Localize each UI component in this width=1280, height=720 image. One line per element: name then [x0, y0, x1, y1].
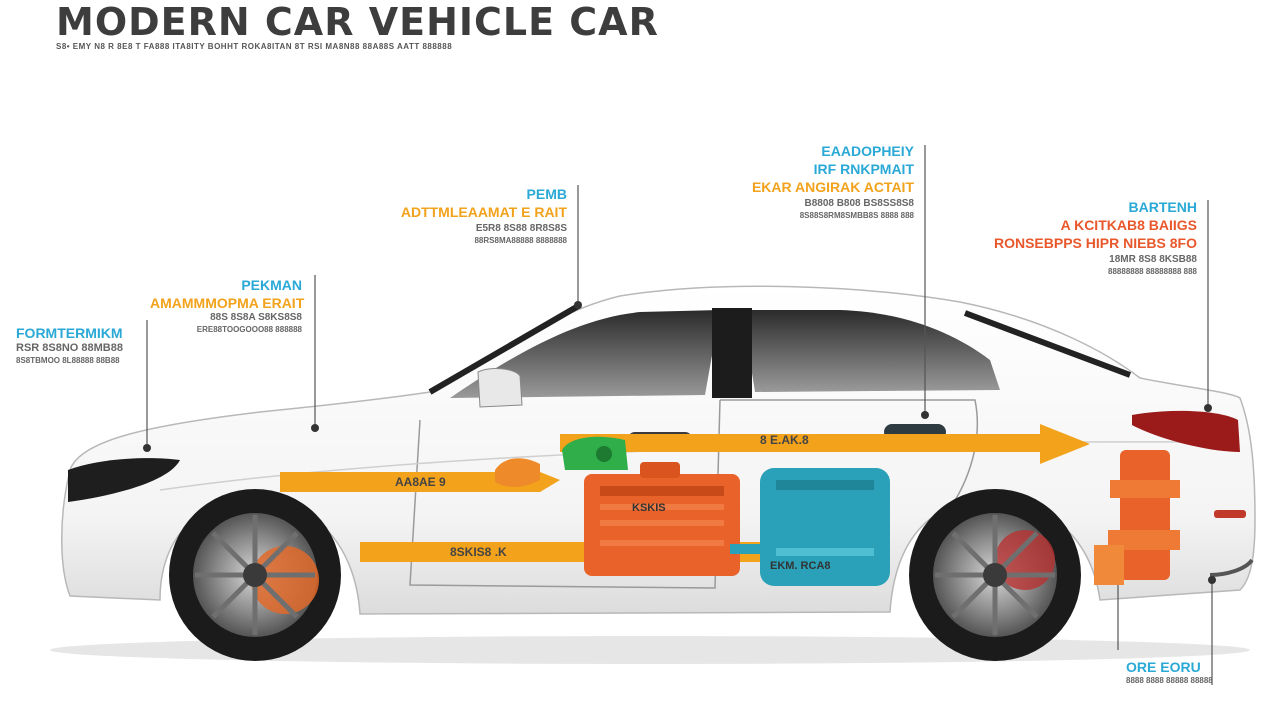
callout-rear-line3: 18MR 8S8 8KSB88 [1109, 254, 1197, 265]
headlight [68, 458, 180, 502]
callout-bottom: ORE EORU 8888 8888 88888 88888 [1126, 660, 1213, 685]
callout-roof-line3: B8808 B808 BS8SS8S8 [804, 198, 914, 209]
rear-reflector [1214, 510, 1246, 518]
rear-wheel [909, 489, 1081, 661]
taillight [1132, 410, 1240, 452]
callout-windshield-line3: 88RS8MA88888 8888888 [474, 236, 567, 245]
flow-arrow-top [560, 424, 1090, 464]
fuel-tank [730, 468, 890, 586]
page-title: MODERN CAR VEHICLE CAR [56, 0, 659, 44]
roof-trim [428, 302, 582, 395]
engine-block [584, 462, 740, 576]
green-component [562, 436, 628, 470]
callout-roof-line2: EKAR ANGIRAK ACTAIT [751, 179, 914, 195]
callout-front-title: FORMTERMIKM [16, 325, 123, 341]
exhaust-pipe [1209, 558, 1254, 577]
callout-windshield-title: PEMB [526, 186, 567, 202]
callout-bottom-title: ORE EORU [1126, 659, 1201, 675]
callout-front: FORMTERMIKM RSR 8S8NO 88MB88 8S8TBMOO 8L… [16, 326, 123, 365]
callout-roof-line1: IRF RNKPMAIT [813, 161, 914, 177]
flow-label-top: 8 E.AK.8 [760, 433, 809, 447]
callout-bottom-line1: 8888 8888 88888 88888 [1126, 676, 1213, 685]
callout-rear: BARTENH A KCITKAB8 BAIIGS RONSEBPPS HIPR… [975, 200, 1197, 276]
green-component-detail [596, 446, 612, 462]
tank-label: EKM. RCA8 [770, 560, 831, 572]
rear-component [1094, 450, 1180, 585]
rear-roof-trim [963, 310, 1132, 378]
callout-front-line1: RSR 8S8NO 88MB88 [16, 342, 123, 354]
callout-windshield-line1: ADTTMLEAAMAT E RAIT [400, 204, 567, 220]
callout-windshield: PEMB ADTTMLEAAMAT E RAIT E5R8 8S88 8R8S8… [385, 187, 567, 245]
callout-roof-line4: 8S88S8RM8SMBB8S 8888 888 [799, 211, 914, 220]
callout-roof-title: EAADOPHEIY [821, 143, 914, 159]
engine-label: KSKIS [632, 502, 666, 514]
flow-arrow-middle [280, 472, 560, 492]
callout-rear-line4: 88888888 88888888 888 [1108, 267, 1197, 276]
b-pillar [712, 308, 752, 398]
callout-hood: PEKMAN AMAMMMOPMA ERAIT 88S 8S8A S8KS8S8… [150, 277, 305, 334]
callout-windshield-line2: E5R8 8S88 8R8S8S [475, 223, 567, 234]
callout-rear-line1: A KCITKAB8 BAIIGS [1060, 217, 1197, 233]
intake-component [495, 458, 540, 487]
rear-window [742, 310, 1000, 392]
callout-hood-line1: AMAMMMOPMA ERAIT [150, 295, 305, 311]
callout-hood-line3: ERE88TOOGOOO88 888888 [196, 325, 302, 334]
callout-rear-title: BARTENH [1128, 199, 1197, 215]
side-mirror [477, 368, 523, 408]
page-subtitle: S8• EMY N8 R 8E8 T FA888 ITA8ITY BOHHT R… [56, 42, 453, 51]
callout-hood-line2: 88S 8S8A S8KS8S8 [210, 312, 302, 323]
callout-roof: EAADOPHEIY IRF RNKPMAIT EKAR ANGIRAK ACT… [740, 144, 914, 220]
callout-rear-line2: RONSEBPPS HIPR NIEBS 8FO [993, 235, 1197, 251]
front-wheel [169, 489, 341, 661]
callout-front-line2: 8S8TBMOO 8L88888 88B88 [16, 356, 120, 365]
flow-label-middle: AA8AE 9 [395, 475, 446, 489]
flow-label-lower: 8SKIS8 .K [450, 545, 507, 559]
callout-hood-title: PEKMAN [241, 277, 302, 293]
